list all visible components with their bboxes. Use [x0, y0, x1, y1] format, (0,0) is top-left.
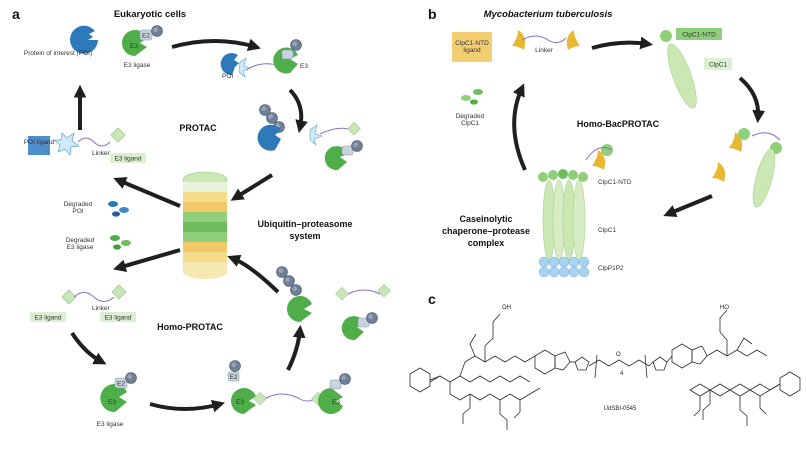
complex-title-3: complex	[468, 238, 505, 248]
degraded-e3-2: E3 ligase	[67, 244, 94, 251]
degraded-clpc1-icon	[461, 89, 483, 105]
degraded-e3-icon	[110, 235, 131, 250]
poi-label-2: POI	[222, 73, 233, 80]
e2-label-3: E2	[230, 374, 238, 381]
degraded-poi-2: POI	[72, 208, 83, 215]
ubiquitinated-poi-icon	[257, 104, 363, 171]
degraded-clpc1-1: Degraded	[456, 113, 485, 120]
ho-right-label: HO	[720, 305, 729, 311]
e3-label-4: E3	[236, 399, 244, 406]
complex-title-2: chaperone–protease	[442, 226, 530, 236]
panel-a-title: Eukaryotic cells	[114, 9, 186, 20]
e3-label-1: E3	[130, 43, 138, 50]
protac-molecule: POI ligand Linker E3 ligand	[24, 127, 146, 163]
complex-title-1: Caseinolytic	[459, 214, 512, 224]
panel-a: a Eukaryotic cells Protein of interest (…	[12, 6, 391, 428]
linker-b-label: Linker	[535, 47, 554, 54]
cycle-arrow-a2	[288, 88, 308, 134]
clpc1-clpp-complex-icon	[538, 144, 613, 278]
clpc1-ntd-box-label: ClpC1-NTD	[682, 32, 716, 39]
linker-bottom-label: Linker	[92, 305, 111, 312]
cycle-arrow-b1	[591, 36, 654, 50]
cycle-arrow-b2	[738, 76, 766, 124]
cycle-arrow-a4	[149, 399, 225, 413]
ntd-ligand-2: ligand	[463, 47, 481, 54]
e3-homodimer-icon: E2 E3 E3	[227, 360, 351, 415]
homo-bacprotac-title: Homo-BacPROTAC	[577, 119, 660, 129]
oh-left-label: OH	[502, 305, 511, 311]
cycle-arrow-a3	[70, 331, 107, 365]
cycle-arrow-a5	[286, 324, 306, 371]
protac-title: PROTAC	[179, 123, 217, 133]
panel-b: b Mycobacterium tuberculosis ClpC1-NTD l…	[428, 6, 782, 278]
e3-ligase-top-icon: E2 E3	[122, 25, 163, 56]
peg-subscript: 4	[620, 371, 624, 377]
ups-title-1: Ubiquitin–proteasome	[257, 219, 352, 229]
e3-ligand-left-label: E3 ligand	[34, 315, 61, 322]
poi-label-1: Protein of interest (POI)	[24, 50, 92, 57]
clpc1-box	[704, 58, 732, 70]
panel-a-letter: a	[12, 6, 20, 22]
e3-ligase-bottom-icon: E2 E3	[100, 372, 137, 413]
ntd-ligand-1: ClpC1-NTD	[455, 40, 489, 47]
peg-o-label: O	[616, 352, 621, 358]
cycle-arrow-a1	[171, 38, 261, 51]
ternary-complex-icon: POI E3	[220, 39, 308, 80]
homo-bacprotac-molecule: Linker	[512, 30, 580, 54]
e3-ligand-top-label: E3 ligand	[114, 156, 141, 163]
e2-label-1: E2	[142, 33, 150, 40]
arrow-out-top	[113, 177, 181, 208]
clpp1p2-label: ClpP1P2	[598, 265, 624, 272]
degraded-e3-1: Degraded	[66, 237, 95, 244]
e2-label-2: E2	[117, 381, 125, 388]
ntd-ligand-box	[452, 32, 492, 62]
panel-b-letter: b	[428, 6, 437, 22]
e3-label-5: E3	[332, 399, 340, 406]
e3-label-3: E3	[108, 399, 116, 406]
degraded-clpc1-2: ClpC1	[461, 120, 479, 127]
clpc1-box-label: ClpC1	[709, 62, 727, 69]
homo-protac-molecule: E3 ligand Linker E3 ligand	[30, 284, 136, 322]
e3-ligand-right-label: E3 ligand	[104, 315, 131, 322]
ubiquitinated-e3-icon	[276, 266, 391, 341]
clpc1-bound-icon	[712, 128, 782, 208]
poi-ligand-line: POI ligand	[24, 139, 55, 146]
degraded-poi-1: Degraded	[64, 201, 93, 208]
panel-c-letter: c	[428, 291, 436, 307]
clpc1-monomer-icon	[660, 30, 697, 109]
proteasome-icon	[182, 171, 228, 279]
cycle-arrow-b4	[512, 83, 527, 171]
compound-label: UdSBI-0545	[604, 406, 637, 412]
arrow-to-proteasome-1	[230, 173, 274, 201]
panel-b-title: Mycobacterium tuberculosis	[484, 9, 613, 20]
e3-ligase-bottom-label: E3 ligase	[97, 421, 124, 428]
e3-label-2: E3	[300, 63, 308, 70]
poi-protein-icon	[70, 25, 98, 54]
linker-top-label: Linker	[92, 150, 111, 157]
cycle-arrow-b3	[663, 194, 713, 218]
degraded-poi-icon	[108, 201, 129, 217]
e3-ligase-top-label: E3 ligase	[124, 62, 151, 69]
arrow-to-proteasome-2	[227, 254, 280, 294]
clpc1-ntd-side-label: ClpC1-NTD	[598, 179, 632, 186]
homo-protac-title: Homo-PROTAC	[157, 322, 223, 332]
udsbi-0545-structure	[409, 309, 801, 430]
ups-title-2: system	[289, 231, 320, 241]
panel-c: c	[409, 291, 801, 430]
arrow-out-bottom	[113, 248, 181, 273]
clpc1-side-label: ClpC1	[598, 227, 616, 234]
clpc1-ntd-box	[676, 28, 722, 40]
